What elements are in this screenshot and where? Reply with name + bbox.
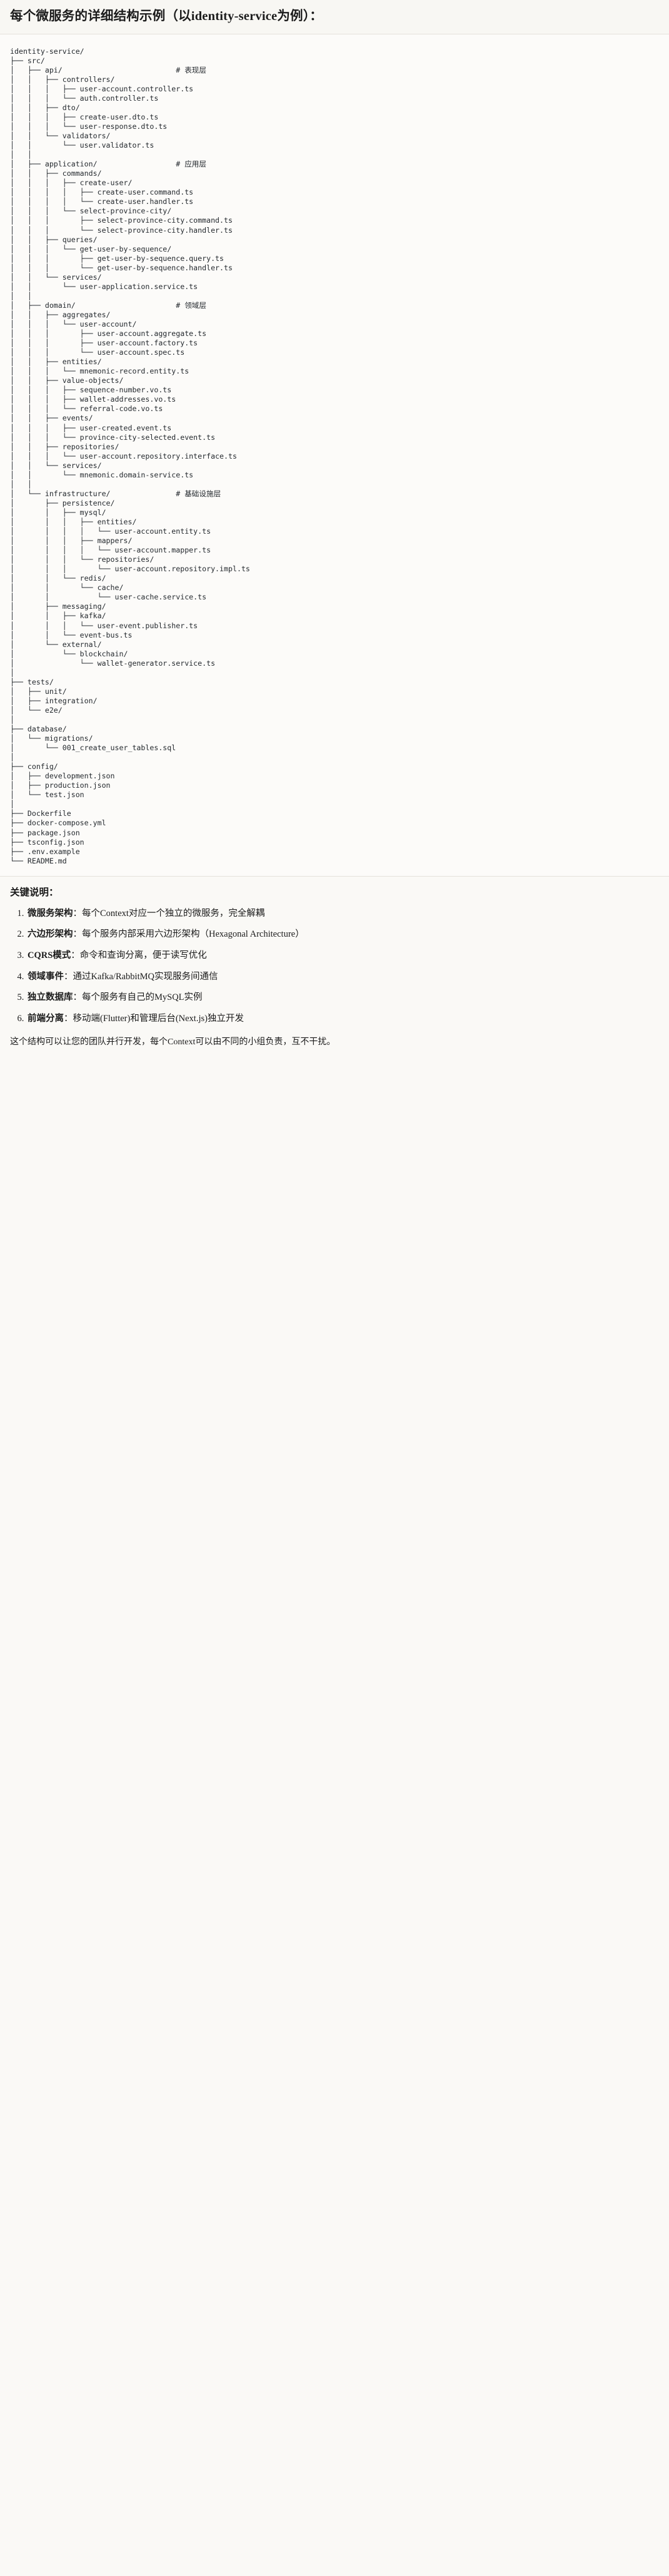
key-note-term: 六边形架构 [28, 929, 73, 940]
key-note-item: CQRS模式：命令和查询分离，便于读写优化 [26, 950, 659, 962]
directory-tree: identity-service/ ├── src/ │ ├── api/ # … [10, 46, 250, 865]
directory-tree-block: identity-service/ ├── src/ │ ├── api/ # … [0, 34, 669, 877]
key-note-item: 六边形架构：每个服务内部采用六边形架构（Hexagonal Architectu… [26, 929, 659, 941]
key-note-description: 通过Kafka/RabbitMQ实现服务间通信 [73, 971, 218, 982]
key-note-item: 前端分离：移动端(Flutter)和管理后台(Next.js)独立开发 [26, 1013, 659, 1026]
key-note-description: 每个服务有自己的MySQL实例 [82, 992, 203, 1003]
key-note-item: 独立数据库：每个服务有自己的MySQL实例 [26, 992, 659, 1004]
key-note-separator: ： [73, 929, 83, 940]
key-note-term: 微服务架构 [28, 908, 73, 919]
key-note-term: 独立数据库 [28, 992, 73, 1003]
key-note-separator: ： [73, 908, 83, 919]
key-notes-section: 关键说明： 微服务架构：每个Context对应一个独立的微服务，完全解耦六边形架… [0, 876, 669, 1060]
key-note-description: 移动端(Flutter)和管理后台(Next.js)独立开发 [73, 1013, 244, 1024]
key-notes-list: 微服务架构：每个Context对应一个独立的微服务，完全解耦六边形架构：每个服务… [10, 908, 659, 1025]
key-note-description: 命令和查询分离，便于读写优化 [79, 950, 207, 960]
key-note-separator: ： [64, 971, 73, 982]
key-note-description: 每个服务内部采用六边形架构（Hexagonal Architecture） [82, 929, 304, 940]
key-note-term: CQRS模式 [28, 950, 71, 960]
key-note-separator: ： [71, 950, 80, 960]
key-note-item: 领域事件：通过Kafka/RabbitMQ实现服务间通信 [26, 971, 659, 984]
key-note-term: 领域事件 [28, 971, 64, 982]
key-note-term: 前端分离 [28, 1013, 64, 1024]
key-note-separator: ： [64, 1013, 73, 1024]
key-note-description: 每个Context对应一个独立的微服务，完全解耦 [82, 908, 265, 919]
key-note-item: 微服务架构：每个Context对应一个独立的微服务，完全解耦 [26, 908, 659, 920]
key-note-separator: ： [73, 992, 83, 1003]
key-notes-heading: 关键说明： [10, 887, 59, 898]
page-title: 每个微服务的详细结构示例（以identity-service为例）： [10, 9, 323, 23]
closing-paragraph: 这个结构可以让您的团队并行开发，每个Context可以由不同的小组负责，互不干扰… [10, 1037, 336, 1047]
page-root: 每个微服务的详细结构示例（以identity-service为例）： ident… [0, 0, 669, 1060]
page-header: 每个微服务的详细结构示例（以identity-service为例）： [0, 0, 669, 34]
